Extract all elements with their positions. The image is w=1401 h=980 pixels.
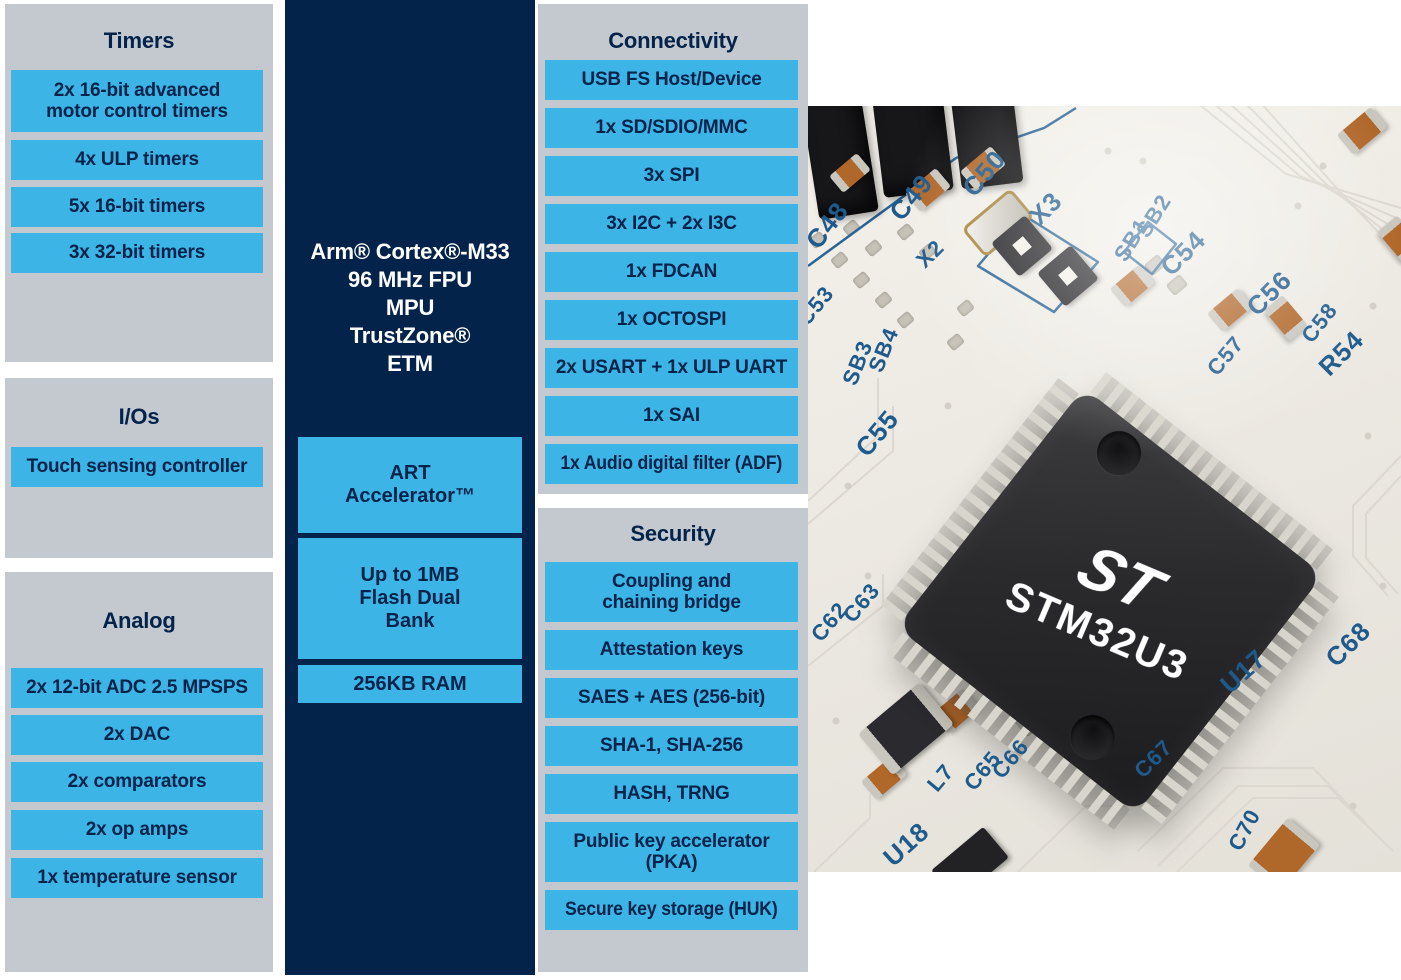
feature-box-motor-timers: 2x 16-bit advanced motor control timers [11, 70, 263, 132]
feature-box-octospi: 1x OCTOSPI [545, 300, 798, 340]
flash-box: Up to 1MB Flash Dual Bank [298, 538, 522, 659]
feature-box-coupling-bridge: Coupling and chaining bridge [545, 562, 798, 622]
feature-box-16bit-timers: 5x 16-bit timers [11, 187, 263, 227]
ios-title: I/Os [118, 404, 160, 429]
feature-box-usb: USB FS Host/Device [545, 60, 798, 100]
timers-title: Timers [103, 28, 175, 53]
feature-box-opamps: 2x op amps [11, 810, 263, 850]
feature-box-usart: 2x USART + 1x ULP UART [545, 348, 798, 388]
pcb-photo: ST STM32U3 C48 C49 C50 X2 X3 SB1 SB2 SB3… [808, 106, 1401, 872]
feature-box-32bit-timers: 3x 32-bit timers [11, 233, 263, 273]
processor-line: ETM [387, 351, 433, 376]
analog-panel: Analog 2x 12-bit ADC 2.5 MPSPS 2x DAC 2x… [5, 572, 273, 972]
feature-box-temp-sensor: 1x temperature sensor [11, 858, 263, 898]
feature-box-ulp-timers: 4x ULP timers [11, 140, 263, 180]
core-column: Arm® Cortex®-M33 96 MHz FPU MPU TrustZon… [285, 0, 535, 975]
timers-panel: Timers 2x 16-bit advanced motor control … [5, 4, 273, 362]
feature-box-comparators: 2x comparators [11, 762, 263, 802]
ram-box: 256KB RAM [298, 665, 522, 703]
connectivity-title: Connectivity [608, 28, 738, 53]
ios-panel: I/Os Touch sensing controller [5, 378, 273, 558]
processor-line: 96 MHz FPU [348, 267, 472, 292]
feature-box-fdcan: 1x FDCAN [545, 252, 798, 292]
feature-box-dac: 2x DAC [11, 715, 263, 755]
processor-line: TrustZone® [349, 323, 471, 348]
feature-box-sai: 1x SAI [545, 396, 798, 436]
feature-box-i2c-i3c: 3x I2C + 2x I3C [545, 204, 798, 244]
feature-box-touch-sensing: Touch sensing controller [11, 447, 263, 487]
security-title: Security [630, 521, 716, 546]
connectivity-panel: Connectivity USB FS Host/Device 1x SD/SD… [538, 4, 808, 494]
feature-box-hash-trng: HASH, TRNG [545, 774, 798, 814]
processor-line: Arm® Cortex®-M33 [310, 239, 510, 264]
feature-box-spi: 3x SPI [545, 156, 798, 196]
security-panel: Security Coupling and chaining bridge At… [538, 508, 808, 972]
feature-box-saes-aes: SAES + AES (256-bit) [545, 678, 798, 718]
feature-box-adc: 2x 12-bit ADC 2.5 MPSPS [11, 668, 263, 708]
analog-title: Analog [102, 608, 176, 633]
feature-box-pka: Public key accelerator (PKA) [545, 822, 798, 882]
processor-description: Arm® Cortex®-M33 96 MHz FPU MPU TrustZon… [285, 238, 535, 378]
feature-box-sha: SHA-1, SHA-256 [545, 726, 798, 766]
feature-box-huk: Secure key storage (HUK) [545, 890, 798, 930]
feature-box-attestation-keys: Attestation keys [545, 630, 798, 670]
feature-box-sdio: 1x SD/SDIO/MMC [545, 108, 798, 148]
feature-box-adf: 1x Audio digital filter (ADF) [545, 444, 798, 484]
art-accelerator-box: ART Accelerator™ [298, 437, 522, 533]
processor-line: MPU [385, 295, 435, 320]
